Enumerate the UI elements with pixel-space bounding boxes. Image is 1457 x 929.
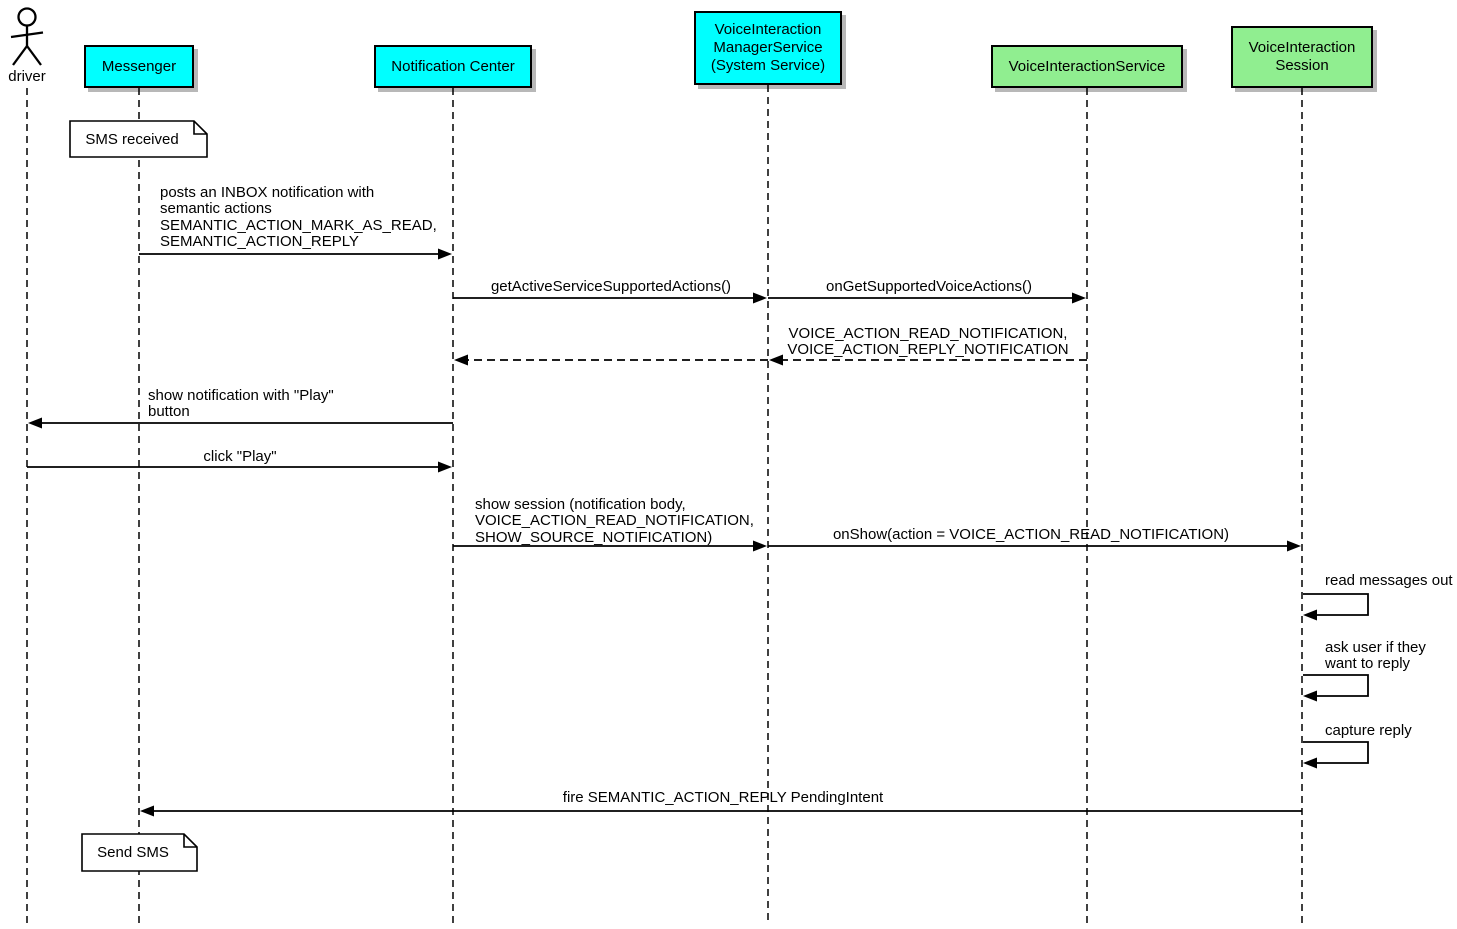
message-arrowhead-show-session [753,540,767,552]
message-label-posts-inbox-notification: posts an INBOX notification with semanti… [160,184,437,250]
message-label-on-get-supported-voice-actions: onGetSupportedVoiceActions() [826,278,1032,295]
note-send-sms-text: Send SMS [97,844,169,861]
message-arrow-capture-reply [1303,741,1369,764]
note-sms-received-text: SMS received [85,130,179,148]
message-arrowhead-on-get-supported-voice-actions [1072,292,1086,304]
message-label-show-notification-with-play-button: show notification with "Play" button [148,387,334,421]
note-send-sms-fold [183,834,197,848]
participant-notification-center: Notification Center [374,45,532,88]
note-send-sms-shape [81,833,198,872]
participant-voice-interaction-session: VoiceInteraction Session [1231,26,1373,88]
message-arrow-ask-user-if-they-want-to-reply [1303,674,1369,697]
message-arrowhead-show-notification-with-play-button [28,417,42,429]
message-label-fire-semantic-action-reply-pending-intent: fire SEMANTIC_ACTION_REPLY PendingIntent [562,789,884,806]
message-label-click-play: click "Play" [203,448,277,465]
participant-messenger: Messenger [84,45,194,88]
message-arrowhead-capture-reply [1303,757,1317,769]
message-label-return-supported-voice-actions: VOICE_ACTION_READ_NOTIFICATION, VOICE_AC… [787,325,1069,359]
actor-label: driver [8,68,46,85]
message-arrowhead-read-messages-out [1303,609,1317,621]
message-label-ask-user-if-they-want-to-reply: ask user if they want to reply [1325,639,1426,673]
message-arrowhead-posts-inbox-notification [438,248,452,260]
actor-driver-icon [10,7,44,66]
message-arrowhead-return-supported-voice-actions [769,354,783,366]
message-label-capture-reply: capture reply [1325,722,1412,739]
message-label-read-messages-out: read messages out [1325,572,1453,589]
message-arrowhead-on-show-action [1287,540,1301,552]
participant-voice-interaction-manager-service: VoiceInteraction ManagerService (System … [694,11,842,85]
note-sms-received-fold [193,121,207,135]
participant-voice-interaction-service: VoiceInteractionService [991,45,1183,88]
message-arrow-read-messages-out [1303,593,1369,616]
message-arrowhead-click-play [438,461,452,473]
message-label-show-session: show session (notification body, VOICE_A… [475,496,754,546]
message-label-get-active-service-supported-actions: getActiveServiceSupportedActions() [490,278,732,295]
message-label-on-show-action: onShow(action = VOICE_ACTION_READ_NOTIFI… [832,526,1230,543]
note-sms-received-shape [69,120,208,158]
message-arrowhead-ask-user-if-they-want-to-reply [1303,690,1317,702]
message-arrowhead-get-active-service-supported-actions [753,292,767,304]
message-arrowhead-return-supported-voice-actions-to-notification-center [454,354,468,366]
message-arrowhead-fire-semantic-action-reply-pending-intent [140,805,154,817]
